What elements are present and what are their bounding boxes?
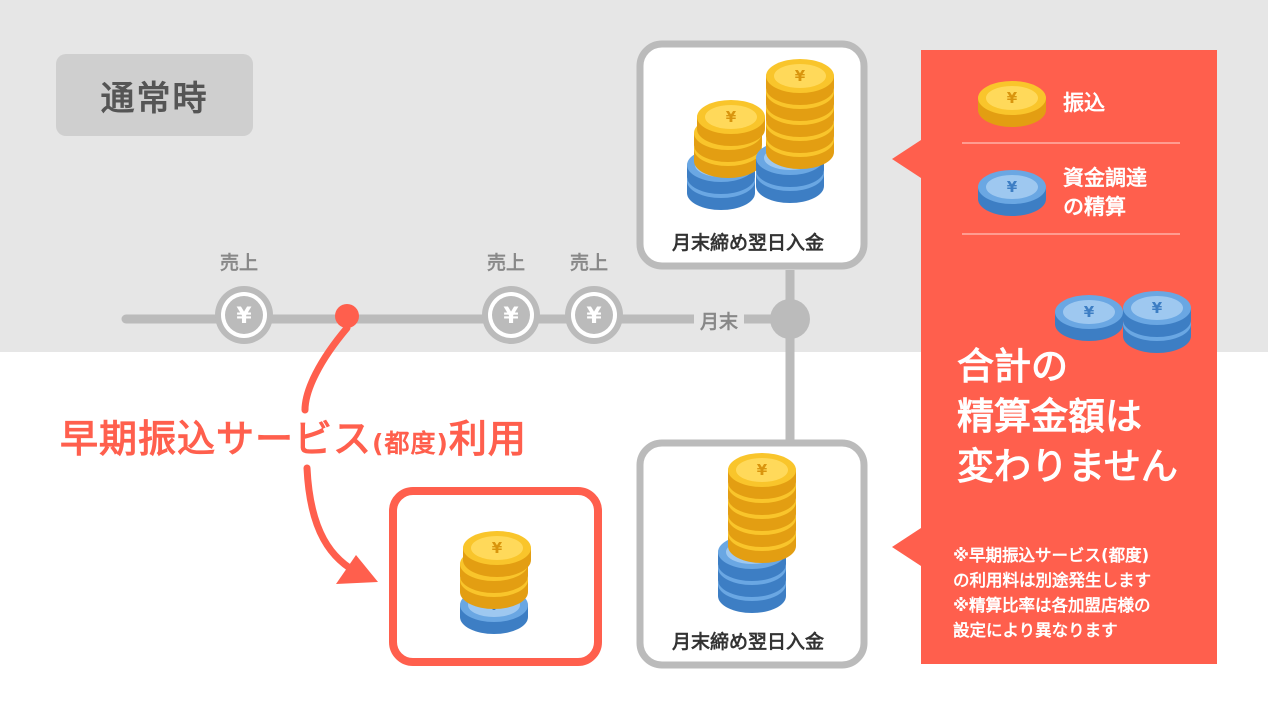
early-service-usage: 利用 — [448, 417, 527, 461]
early-service-frequency: (都度) — [372, 429, 449, 458]
early-service-name: 早期振込サービス — [60, 417, 373, 461]
panel-pointer-top — [892, 140, 921, 178]
early-withdrawal-point — [335, 304, 359, 328]
svg-text:¥: ¥ — [586, 304, 602, 329]
sale-label-2: 売上 — [487, 252, 526, 274]
arrow-upper — [301, 324, 351, 414]
mode-label: 通常時 — [56, 54, 253, 136]
gold-yen-coin-icon — [978, 81, 1046, 127]
sale-node-2: ¥ — [482, 286, 540, 344]
blue-yen-coin-icon — [978, 170, 1046, 216]
arrow-head — [336, 555, 378, 584]
legend-transfer-label: 振込 — [1063, 91, 1105, 115]
sale-node-3: ¥ — [565, 286, 623, 344]
bottom-coin-stack — [718, 453, 796, 613]
sale-node-1: ¥ — [215, 286, 273, 344]
top-card-caption: 月末締め翌日入金 — [672, 232, 825, 254]
panel-pointer-bottom — [892, 528, 921, 566]
svg-text:¥: ¥ — [503, 304, 519, 329]
bottom-card-caption: 月末締め翌日入金 — [672, 631, 825, 653]
panel-message: 合計の 精算金額は 変わりません — [957, 345, 1178, 488]
panel-notes: ※早期振込サービス(都度) の利用料は別途発生します ※精算比率は各加盟店様の … — [953, 546, 1151, 640]
svg-text:¥: ¥ — [236, 304, 252, 329]
legend-financing-label: 資金調達 の精算 — [1063, 166, 1147, 219]
month-end-label: 月末 — [694, 307, 745, 334]
sale-label-1: 売上 — [220, 252, 259, 274]
sale-label-3: 売上 — [570, 252, 609, 274]
early-service-label: 早期振込サービス(都度)利用 — [60, 408, 527, 463]
month-end-node — [770, 299, 810, 339]
early-coin-stack — [460, 531, 531, 634]
info-panel — [921, 50, 1217, 664]
